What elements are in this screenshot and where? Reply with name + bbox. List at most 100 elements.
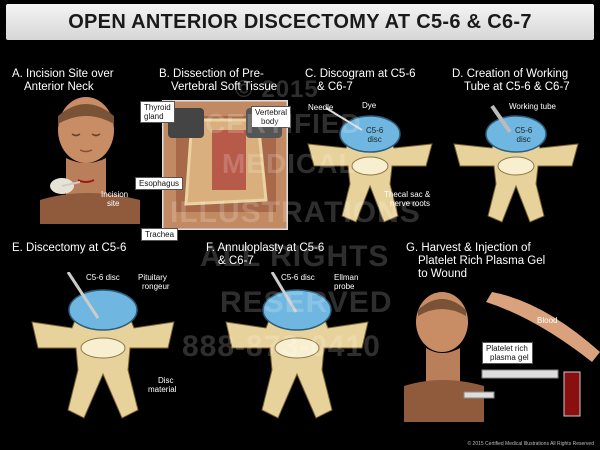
pituitary-line1: Pituitary <box>138 273 167 282</box>
c56-disc-d <box>485 115 547 153</box>
panel-c-disc-line2: disc <box>367 135 382 144</box>
blood-label: Blood <box>537 316 558 325</box>
hair <box>58 104 114 124</box>
mouth <box>79 149 93 153</box>
patient-hair <box>418 299 466 316</box>
panel-c-disc-line1: C5-6 <box>366 126 384 135</box>
trachea-label: Trachea <box>141 228 179 241</box>
watermark-line4: ILLUSTRATIONS <box>170 196 421 229</box>
panel-a-label-line2: Anterior Neck <box>24 81 94 93</box>
thecal-sac-d <box>497 156 535 176</box>
panel-g-label: G. Harvest & Injection of Platelet Rich … <box>406 242 545 281</box>
panel-c-label-line1: C. Discogram at C5-6 <box>305 68 416 80</box>
panel-c-disc-label: C5-6 disc <box>366 126 383 144</box>
vertebra-shape-e <box>31 317 175 419</box>
panel-f-label-line1: F. Annuloplasty at C5-6 <box>206 242 325 254</box>
thyroid-line2: gland <box>144 112 164 121</box>
vertebral-body-label: Vertebral body <box>251 106 292 128</box>
thyroid-label: Thyroid gland <box>140 101 175 123</box>
retractor-left <box>168 108 204 138</box>
incision-site-line2: site <box>107 199 120 208</box>
needle-label: Needle <box>308 103 334 112</box>
patient-neck <box>426 348 460 382</box>
working-tube-shaft <box>490 104 512 134</box>
prp-line1: Platelet rich <box>486 344 528 353</box>
shoulders <box>40 193 140 224</box>
injection-syringe <box>463 391 495 399</box>
panel-d-disc-line2: disc <box>516 135 531 144</box>
pituitary-rongeur <box>66 272 100 319</box>
panel-f-label: F. Annuloplasty at C5-6 & C6-7 <box>206 242 324 268</box>
title-bar: OPEN ANTERIOR DISCECTOMY AT C5-6 & C6-7 <box>6 4 594 40</box>
dye-label: Dye <box>362 101 377 110</box>
panel-f-illustration <box>225 272 369 419</box>
panel-d-label-line2: Tube at C5-6 & C6-7 <box>464 81 570 93</box>
panel-d-disc-line1: C5-6 <box>515 126 533 135</box>
thecal-sac <box>351 156 389 176</box>
panel-d-label-line1: D. Creation of Working <box>452 68 569 80</box>
vertebral-body <box>212 130 246 190</box>
panel-f-disc-label: C5-6 disc <box>281 273 315 282</box>
material-line1: Disc <box>158 376 174 385</box>
watermark-line6: RESERVED <box>220 286 393 319</box>
panel-d-label: D. Creation of Working Tube at C5-6 & C6… <box>452 68 570 94</box>
disc-material-label: Disc material <box>148 376 176 394</box>
ellman-probe-label: Ellman probe <box>334 273 358 291</box>
panel-b-label-line1: B. Dissection of Pre- <box>159 68 264 80</box>
scalpel <box>61 181 81 187</box>
ellman-probe <box>270 272 298 313</box>
thecal-sac-f <box>274 337 320 359</box>
watermark-line7: 888-873-0410 <box>182 330 381 363</box>
thyroid-line1: Thyroid <box>144 103 171 112</box>
pituitary-rongeur-label: Pituitary rongeur <box>138 273 170 291</box>
watermark-line3: MEDICAL <box>222 148 357 179</box>
blood-tube <box>563 371 581 417</box>
thecal-line1: Thecal sac & <box>384 190 431 199</box>
c56-disc-f <box>262 289 332 331</box>
panel-e-label: E. Discectomy at C5-6 <box>12 242 126 255</box>
panel-g-label-line1: G. Harvest & Injection of <box>406 242 531 254</box>
thecal-line2: nerve roots <box>390 199 431 208</box>
panel-g-illustration <box>404 292 600 422</box>
incision-site-line1: Incision <box>101 190 129 199</box>
panel-f-label-line2: & C6-7 <box>218 255 254 267</box>
needle-shaft <box>325 107 363 131</box>
page-title: OPEN ANTERIOR DISCECTOMY AT C5-6 & C6-7 <box>68 11 532 33</box>
panel-c-illustration <box>307 107 433 223</box>
c56-disc-e <box>68 289 138 331</box>
panel-d-disc-label: C5-6 disc <box>515 126 532 144</box>
watermark-line1: © 2015 <box>235 76 319 103</box>
panel-e-disc-label: C5-6 disc <box>86 273 120 282</box>
incision-site-label: Incision site <box>101 190 128 208</box>
panel-d-illustration <box>453 104 579 223</box>
thecal-sac-label: Thecal sac & nerve roots <box>384 190 430 208</box>
panel-g-label-line3: to Wound <box>418 268 468 280</box>
panel-g-label-line2: Platelet Rich Plasma Gel <box>418 255 546 267</box>
watermark-line2: CERTIFIED <box>205 108 362 139</box>
neck <box>66 158 106 196</box>
panel-a-label-line1: A. Incision Site over <box>12 68 114 80</box>
incision-line <box>77 179 95 183</box>
vertebral-line1: Vertebral <box>255 108 288 117</box>
panel-b-label: B. Dissection of Pre- Vertebral Soft Tis… <box>159 68 277 94</box>
pituitary-line2: rongeur <box>142 282 170 291</box>
ellman-line2: probe <box>334 282 355 291</box>
panel-a-label: A. Incision Site over Anterior Neck <box>12 68 114 94</box>
panel-e-illustration <box>31 272 175 419</box>
vertebral-line2: body <box>261 117 279 126</box>
panel-e-label-line1: E. Discectomy at C5-6 <box>12 242 127 254</box>
panel-c-label-line2: & C6-7 <box>317 81 353 93</box>
esophagus-label: Esophagus <box>135 177 184 190</box>
material-line2: material <box>148 385 177 394</box>
working-tube-label: Working tube <box>509 102 556 111</box>
prp-label: Platelet rich plasma gel <box>482 342 533 364</box>
thecal-sac-e <box>80 337 126 359</box>
donor-arm <box>486 292 600 362</box>
closed-eyes <box>71 133 101 137</box>
panel-b-label-line2: Vertebral Soft Tissue <box>171 81 278 93</box>
copyright-footer: © 2015 Certified Medical Illustrations A… <box>467 441 594 447</box>
panel-a-illustration <box>40 97 140 224</box>
watermark-line5: ALL RIGHTS <box>200 240 390 273</box>
prp-syringe <box>481 369 559 379</box>
